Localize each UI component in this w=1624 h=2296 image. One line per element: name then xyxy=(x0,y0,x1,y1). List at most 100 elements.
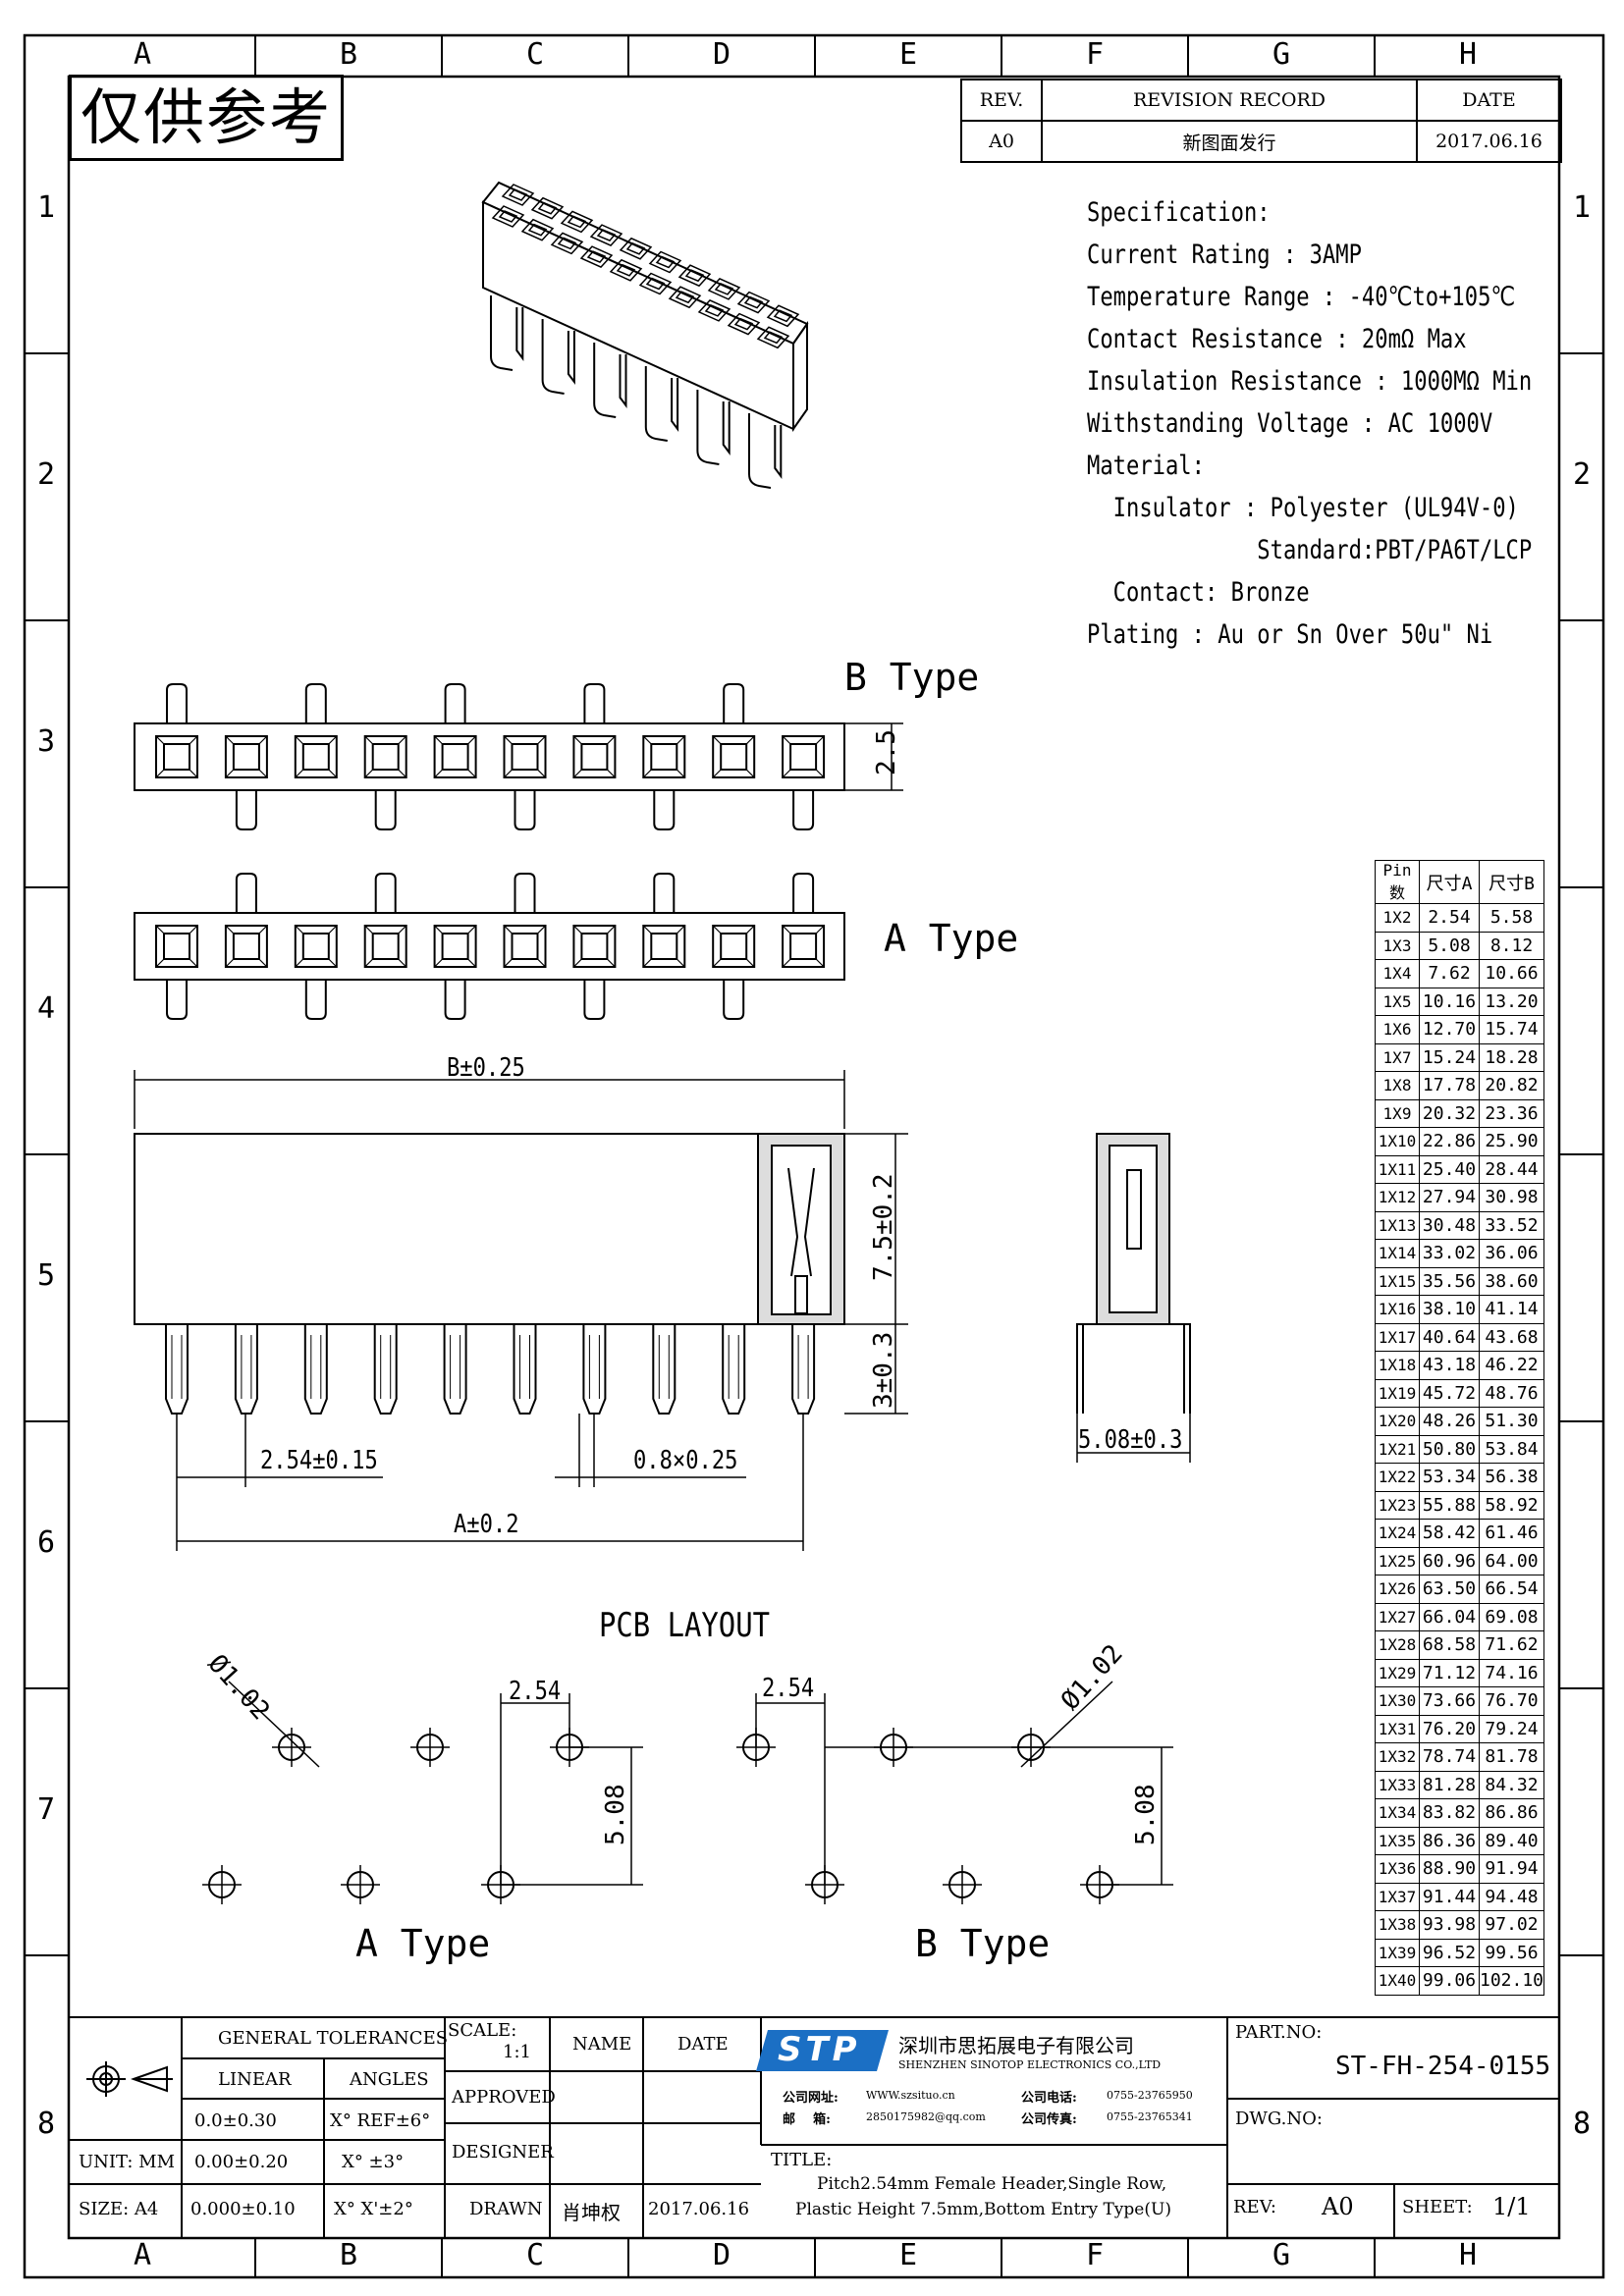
height-2-5-dim: 2.5 xyxy=(872,729,901,775)
dim-b-cell: 30.98 xyxy=(1478,1183,1545,1212)
pcb-pitch-a: 2.54 xyxy=(509,1677,562,1706)
title-line-2: Plastic Height 7.5mm,Bottom Entry Type(U… xyxy=(795,2200,1171,2219)
row-label: 2 xyxy=(1572,457,1592,492)
iso-cell xyxy=(520,218,555,241)
isometric-view xyxy=(481,181,809,489)
pin-bottom xyxy=(514,790,536,830)
dim-a-cell: 5.08 xyxy=(1419,931,1480,960)
iso-cell xyxy=(648,250,682,274)
dim-a-cell: 45.72 xyxy=(1419,1378,1480,1408)
contact-cell xyxy=(224,925,268,968)
pin-count-cell: 1X8 xyxy=(1375,1071,1420,1100)
pin-top xyxy=(374,873,397,913)
dim-b-cell: 15.74 xyxy=(1478,1015,1545,1044)
contact-cell xyxy=(572,735,617,778)
a-type-label: A Type xyxy=(884,917,1019,960)
fax-label: 公司传真: xyxy=(1021,2112,1077,2127)
pin-bottom xyxy=(583,980,606,1020)
dim-a-cell: 91.44 xyxy=(1419,1882,1480,1911)
iso-cell xyxy=(530,196,565,220)
column-label: H xyxy=(1458,2238,1478,2272)
angle-tolerance-1: X° REF±6° xyxy=(330,2110,431,2131)
rev-value-tb: A0 xyxy=(1322,2193,1354,2220)
iso-leg xyxy=(722,401,731,455)
contact-cell-inner xyxy=(720,743,748,771)
dim-b-cell: 20.82 xyxy=(1478,1071,1545,1100)
pin-count-cell: 1X17 xyxy=(1375,1322,1420,1352)
iso-leg xyxy=(644,366,668,442)
row-label: 1 xyxy=(36,190,56,225)
angle-tolerance-2: X° ±3° xyxy=(342,2152,405,2172)
dim-b-cell: 56.38 xyxy=(1478,1463,1545,1492)
column-label: F xyxy=(1085,37,1105,72)
column-label: A xyxy=(133,37,152,72)
pin-count-header: Pin数 xyxy=(1375,860,1420,904)
iso-cell-inner xyxy=(537,201,558,215)
pin-count-cell: 1X26 xyxy=(1375,1575,1420,1604)
front-pin xyxy=(373,1324,398,1415)
pin-bottom xyxy=(444,980,466,1020)
pin-count-cell: 1X32 xyxy=(1375,1742,1420,1772)
contact-cell-inner xyxy=(163,743,190,771)
contact-cell xyxy=(503,925,547,968)
front-pin xyxy=(303,1324,328,1415)
mail-value: 2850175982@qq.com xyxy=(866,2110,986,2123)
iso-cell xyxy=(501,184,535,206)
iso-cell-inner xyxy=(733,317,754,331)
iso-leg xyxy=(593,343,617,418)
pin-count-cell: 1X15 xyxy=(1375,1266,1420,1296)
iso-leg xyxy=(619,354,627,408)
dim-a-cell: 30.48 xyxy=(1419,1210,1480,1240)
title-line-1: Pitch2.54mm Female Header,Single Row, xyxy=(817,2174,1167,2194)
front-pin xyxy=(165,1324,189,1415)
pin-top xyxy=(166,683,188,723)
dim-a-cell: 12.70 xyxy=(1419,1015,1480,1044)
iso-cell xyxy=(766,304,800,328)
dim-b-cell: 89.40 xyxy=(1478,1826,1545,1855)
date-header: DATE xyxy=(677,2034,729,2055)
pin-count-cell: 1X35 xyxy=(1375,1826,1420,1855)
row-label: 8 xyxy=(36,2107,56,2141)
revision-table: REV. REVISION RECORD DATE A0 新图面发行 2017.… xyxy=(960,79,1562,163)
dim-a-cell: 93.98 xyxy=(1419,1910,1480,1940)
dim-a-cell: 38.10 xyxy=(1419,1295,1480,1324)
contact-cell-inner xyxy=(232,743,260,771)
pin-count-cell: 1X10 xyxy=(1375,1127,1420,1156)
pin-count-cell: 1X18 xyxy=(1375,1351,1420,1380)
pin-count-cell: 1X4 xyxy=(1375,959,1420,988)
front-pin xyxy=(791,1324,816,1415)
web-label: 公司网址: xyxy=(783,2091,839,2106)
front-pin xyxy=(652,1324,677,1415)
row-label: 1 xyxy=(1572,190,1592,225)
row-ticks xyxy=(25,352,1603,1956)
iso-cell xyxy=(697,298,731,322)
spec-line: Material: xyxy=(1087,451,1205,481)
pin-count-cell: 1X27 xyxy=(1375,1602,1420,1631)
contact-cell-inner xyxy=(789,933,818,960)
dim-a-cell: 58.42 xyxy=(1419,1519,1480,1548)
front-pin xyxy=(443,1324,467,1415)
column-ticks xyxy=(254,35,1376,2277)
spec-line: Temperature Range : -40℃to+105℃ xyxy=(1087,282,1516,312)
dim-b-cell: 91.94 xyxy=(1478,1854,1545,1884)
iso-cell-inner xyxy=(557,237,577,250)
contact-cell xyxy=(155,735,198,778)
dwg-no-label: DWG.NO: xyxy=(1235,2109,1323,2129)
contact-cell xyxy=(294,735,338,778)
dim-a-cell: 88.90 xyxy=(1419,1854,1480,1884)
